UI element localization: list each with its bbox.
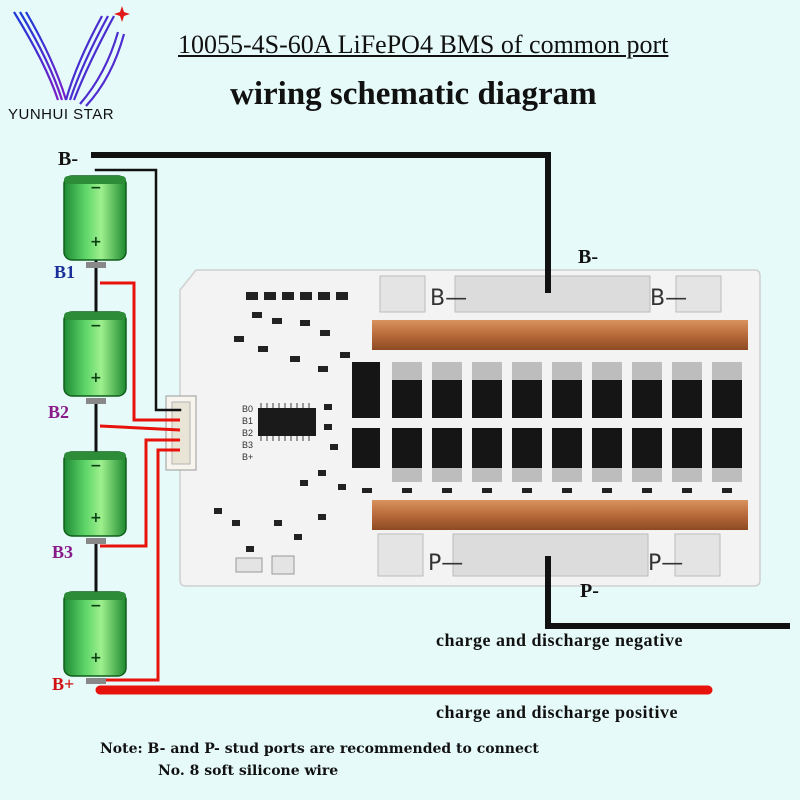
label-charge-positive: charge and discharge positive (436, 702, 678, 722)
label-b1: B1 (54, 262, 76, 282)
note-line-1: Note: B- and P- stud ports are recommend… (100, 741, 539, 757)
wire-balance (99, 281, 181, 682)
copper-bus-top (372, 320, 748, 350)
label-charge-negative: charge and discharge negative (436, 630, 683, 650)
svg-text:+: + (90, 370, 102, 386)
yunhui-logo (13, 6, 130, 107)
label-b-minus-port: B- (578, 246, 598, 268)
label-b-minus-terminal: B- (58, 148, 78, 170)
wire-p-minus (545, 556, 790, 629)
svg-text:+: + (90, 234, 102, 250)
wire-b-minus (91, 152, 551, 412)
copper-bus-bottom (372, 500, 748, 530)
wiring-note: Note: B- and P- stud ports are recommend… (100, 738, 539, 782)
pin-label: B1 (242, 416, 253, 426)
battery-cell-1: − + (63, 175, 127, 268)
svg-text:−: − (90, 458, 102, 474)
bms-ic-chip (258, 403, 316, 441)
b-stud-right-mark: B— (650, 286, 687, 311)
label-b3: B3 (52, 542, 74, 562)
label-b2: B2 (48, 402, 70, 422)
pin-label: B3 (242, 440, 253, 450)
svg-text:+: + (90, 510, 102, 526)
p-stud-left-mark: P— (428, 551, 463, 576)
brand-name: YUNHUI STAR (8, 106, 115, 123)
svg-text:+: + (90, 650, 102, 666)
svg-text:−: − (90, 598, 102, 614)
pin-label: B0 (242, 404, 253, 414)
pin-label: B2 (242, 428, 253, 438)
label-p-minus-port: P- (580, 580, 599, 602)
battery-cell-3: − + (63, 451, 127, 544)
b-stud-left-mark: B— (430, 286, 467, 311)
battery-cell-2: − + (63, 311, 127, 404)
bms-board (165, 269, 761, 587)
battery-cells: − + − + − + − + (63, 175, 127, 684)
mosfet-array (352, 362, 742, 468)
diagram-subtitle: wiring schematic diagram (230, 76, 597, 112)
connector-pin-labels: B0 B1 B2 B3 B+ (242, 404, 253, 462)
diagram-title: 10055-4S-60A LiFePO4 BMS of common port (178, 30, 669, 59)
label-b-plus: B+ (52, 674, 75, 694)
pin-label: B+ (242, 452, 253, 462)
svg-text:−: − (90, 318, 102, 334)
battery-cell-4: − + (63, 591, 127, 684)
note-line-2: No. 8 soft silicone wire (158, 763, 339, 779)
p-stud-right-mark: P— (648, 551, 683, 576)
balance-connector (165, 395, 197, 471)
svg-text:−: − (90, 180, 102, 196)
